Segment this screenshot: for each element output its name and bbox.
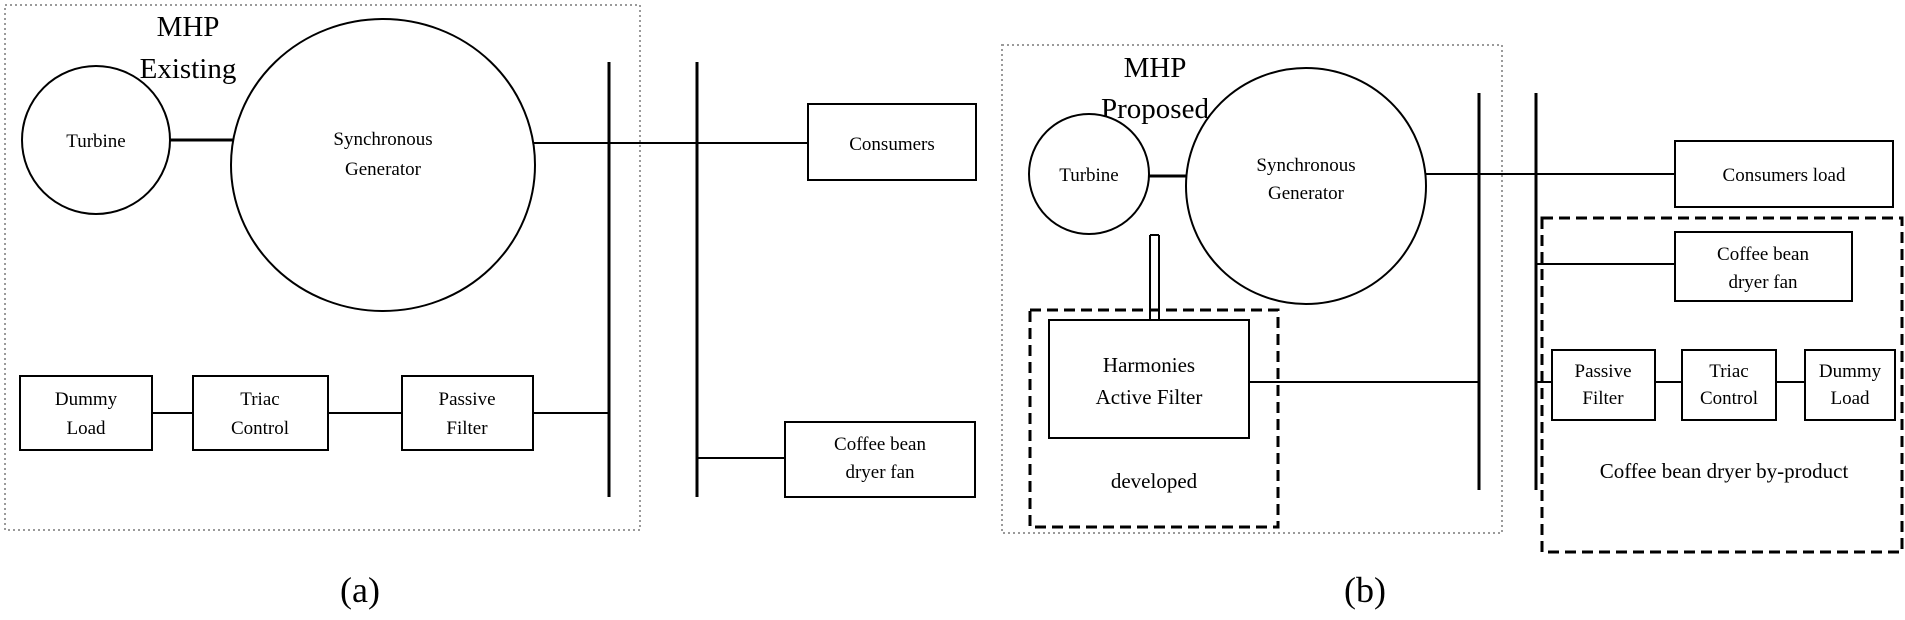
mhp-existing-title-line1: MHP bbox=[157, 11, 220, 43]
active-filter-box bbox=[1048, 319, 1250, 439]
mhp-proposed-frame bbox=[1001, 44, 1503, 534]
turbine-b bbox=[1028, 113, 1150, 235]
panel-a: MHP Existing Turbine Synchronous Generat… bbox=[4, 4, 977, 610]
generator-b-label-line2: Generator bbox=[1268, 183, 1345, 204]
dryer-fan-box-b bbox=[1674, 231, 1853, 302]
byproduct-group-frame bbox=[1540, 216, 1904, 554]
passive-filter-b-line2: Filter bbox=[1582, 388, 1624, 409]
dummy-load-box-b bbox=[1804, 349, 1896, 421]
mhp-proposed-title-line1: MHP bbox=[1124, 52, 1187, 84]
dryer-fan-a-line2: dryer fan bbox=[845, 462, 915, 483]
passive-filter-box-a bbox=[401, 375, 534, 451]
dummy-load-b-line2: Load bbox=[1830, 388, 1870, 409]
byproduct-label: Coffee bean dryer by-product bbox=[1600, 459, 1849, 483]
dryer-fan-box-a bbox=[784, 421, 976, 498]
dryer-fan-a-line1: Coffee bean bbox=[834, 434, 926, 455]
generator-a-label-line1: Synchronous bbox=[333, 129, 432, 150]
developed-group-frame bbox=[1028, 308, 1280, 529]
triac-control-a-line1: Triac bbox=[240, 389, 279, 410]
dummy-load-a-line2: Load bbox=[66, 418, 106, 439]
generator-b-label-line1: Synchronous bbox=[1256, 155, 1355, 176]
consumers-load-box bbox=[1674, 140, 1894, 208]
passive-filter-b-line1: Passive bbox=[1575, 361, 1632, 382]
triac-control-box-a bbox=[192, 375, 329, 451]
passive-filter-a-line1: Passive bbox=[439, 389, 496, 410]
triac-control-box-b bbox=[1681, 349, 1777, 421]
synchronous-generator-a bbox=[230, 18, 536, 312]
synchronous-generator-b bbox=[1185, 67, 1427, 305]
triac-control-b-line1: Triac bbox=[1709, 361, 1748, 382]
active-filter-line2: Active Filter bbox=[1096, 385, 1203, 409]
triac-control-a-line2: Control bbox=[231, 418, 289, 439]
passive-filter-box-b bbox=[1551, 349, 1656, 421]
dummy-load-a-line1: Dummy bbox=[55, 389, 118, 410]
triac-control-b-line2: Control bbox=[1700, 388, 1758, 409]
mhp-proposed-title-line2: Proposed bbox=[1101, 93, 1209, 125]
consumers-load-label: Consumers load bbox=[1723, 165, 1846, 186]
consumers-box bbox=[807, 103, 977, 181]
caption-a: (a) bbox=[340, 570, 380, 610]
caption-b: (b) bbox=[1344, 570, 1386, 610]
dummy-load-box-a bbox=[19, 375, 153, 451]
consumers-label: Consumers bbox=[849, 134, 935, 155]
turbine-a-label: Turbine bbox=[66, 131, 125, 152]
generator-a-label-line2: Generator bbox=[345, 159, 422, 180]
active-filter-line1: Harmonies bbox=[1103, 353, 1195, 377]
turbine-a bbox=[21, 65, 171, 215]
dryer-fan-b-line1: Coffee bean bbox=[1717, 244, 1809, 265]
passive-filter-a-line2: Filter bbox=[446, 418, 488, 439]
dummy-load-b-line1: Dummy bbox=[1819, 361, 1882, 382]
panel-b: MHP Proposed Turbine Synchronous Generat… bbox=[1001, 44, 1904, 610]
dryer-fan-b-line2: dryer fan bbox=[1728, 272, 1798, 293]
developed-label: developed bbox=[1111, 469, 1198, 493]
turbine-b-label: Turbine bbox=[1059, 165, 1118, 186]
mhp-existing-title-line2: Existing bbox=[140, 53, 237, 85]
